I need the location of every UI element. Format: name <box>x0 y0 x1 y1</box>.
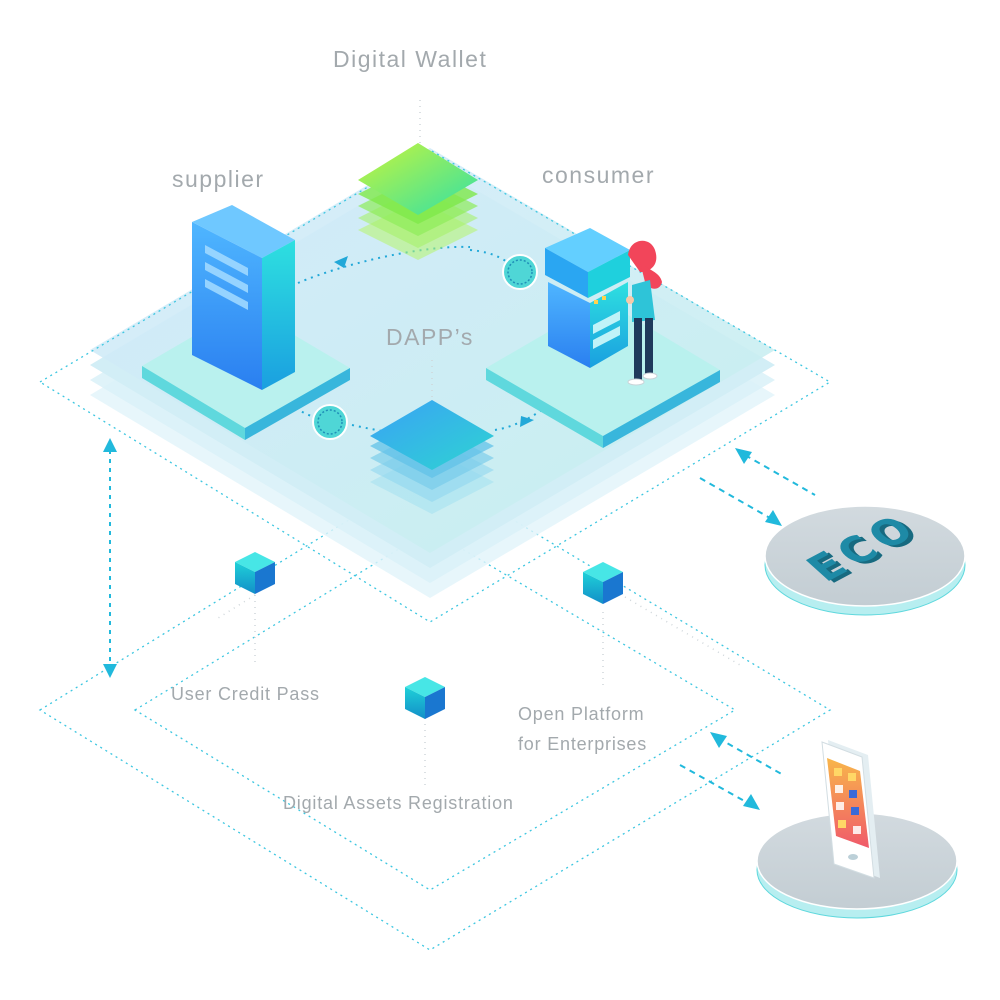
open-platform-label: Open Platform for Enterprises <box>518 699 647 759</box>
dapps-label: DAPP’s <box>386 324 474 350</box>
digital-wallet-stack <box>358 143 478 260</box>
consumer-platform <box>486 300 720 448</box>
server-icon <box>192 205 295 390</box>
lower-layer-outline <box>38 469 832 951</box>
supplier-label: supplier <box>172 166 265 192</box>
user-credit-pass-label: User Credit Pass <box>171 684 320 704</box>
cube-icon <box>235 552 623 719</box>
eco-disc-icon <box>764 505 966 616</box>
phone-arrows <box>679 737 786 804</box>
token-icon <box>312 254 538 440</box>
consumer-label: consumer <box>542 162 655 188</box>
digital-wallet-label: Digital Wallet <box>333 46 488 72</box>
person-icon <box>626 240 662 386</box>
kiosk-icon <box>545 228 630 368</box>
digital-assets-registration-label: Digital Assets Registration <box>283 793 514 813</box>
connector-lines <box>214 100 741 790</box>
dapps-stack <box>370 400 494 514</box>
open-platform-line2: for Enterprises <box>518 734 648 754</box>
open-platform-line1: Open Platform <box>518 704 645 724</box>
flow-path <box>295 245 561 434</box>
smartphone-icon <box>821 740 880 879</box>
eco-arrows <box>699 454 816 519</box>
vertical-arrow <box>103 438 117 678</box>
